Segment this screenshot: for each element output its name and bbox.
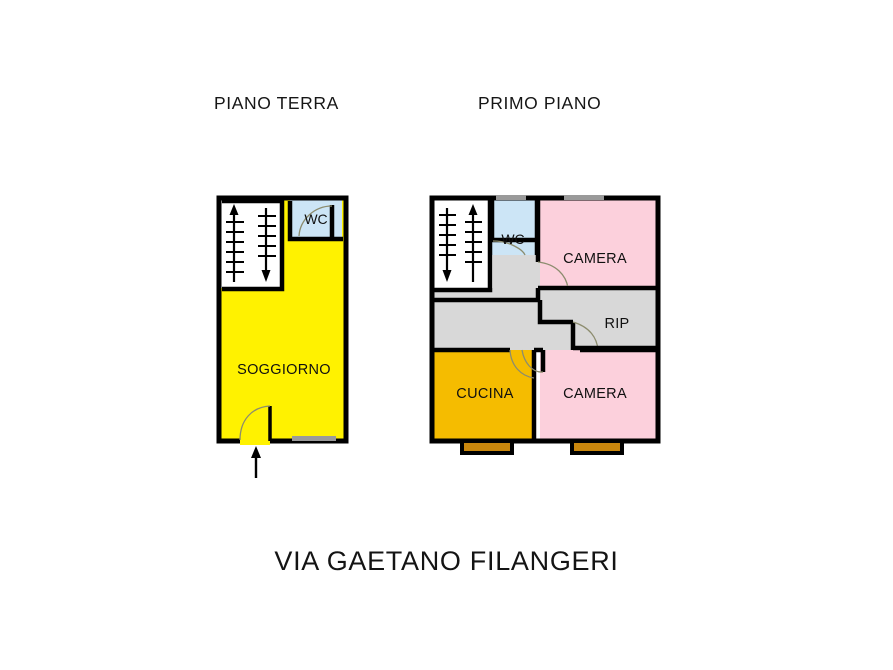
balcony-cucina — [460, 439, 514, 455]
stairs-ground-right-flight — [258, 208, 276, 282]
room-label-soggiorno: SOGGIORNO — [237, 362, 331, 378]
window-marker-soggiorno — [292, 436, 336, 441]
camera-north-door-swing — [537, 261, 569, 289]
room-label-camera-south: CAMERA — [563, 386, 627, 402]
rip-wall-inner — [537, 300, 573, 325]
room-soggiorno-fill — [219, 198, 346, 441]
wc-first-door-swing — [492, 240, 526, 256]
ground-outer-wall — [216, 195, 349, 444]
first-outer-wall — [429, 195, 661, 444]
room-label-cucina: CUCINA — [456, 386, 513, 402]
stairs-first-right-flight — [465, 204, 482, 282]
camera-south-door-swing — [521, 349, 544, 373]
stairwell-ground-wall — [222, 198, 285, 292]
room-camera-south-fill — [540, 350, 656, 439]
floor-title-ground: PIANO TERRA — [214, 93, 339, 113]
stairs-first-left-flight — [439, 208, 456, 282]
window-marker-wc-first — [496, 195, 526, 200]
stairs-ground-left-flight — [226, 204, 244, 282]
street-caption: VIA GAETANO FILANGERI — [274, 546, 619, 576]
room-label-wc-ground: WC — [304, 211, 327, 227]
room-rip-fill — [540, 300, 656, 350]
window-marker-camera-north — [564, 195, 604, 200]
room-label-wc-first: WC — [501, 231, 524, 247]
balcony-camera-south — [570, 439, 624, 455]
room-camera-north-fill — [540, 200, 656, 288]
entrance-door-swing — [239, 405, 271, 441]
entrance-door-opening — [240, 436, 270, 445]
room-cucina-fill — [434, 350, 534, 439]
wc-ground-door-swing — [298, 205, 333, 237]
floor-title-first: PRIMO PIANO — [478, 93, 602, 113]
first-floor-plan: WC CAMERA RIP CUCINA CAMERA — [429, 195, 661, 455]
entrance-arrow — [251, 446, 261, 478]
room-label-rip: RIP — [604, 316, 629, 332]
cucina-door-swing — [509, 349, 535, 379]
ground-floor-plan: WC SOGGIORNO — [216, 195, 349, 478]
room-label-camera-north: CAMERA — [563, 251, 627, 267]
wc-ground-wall — [287, 201, 343, 242]
